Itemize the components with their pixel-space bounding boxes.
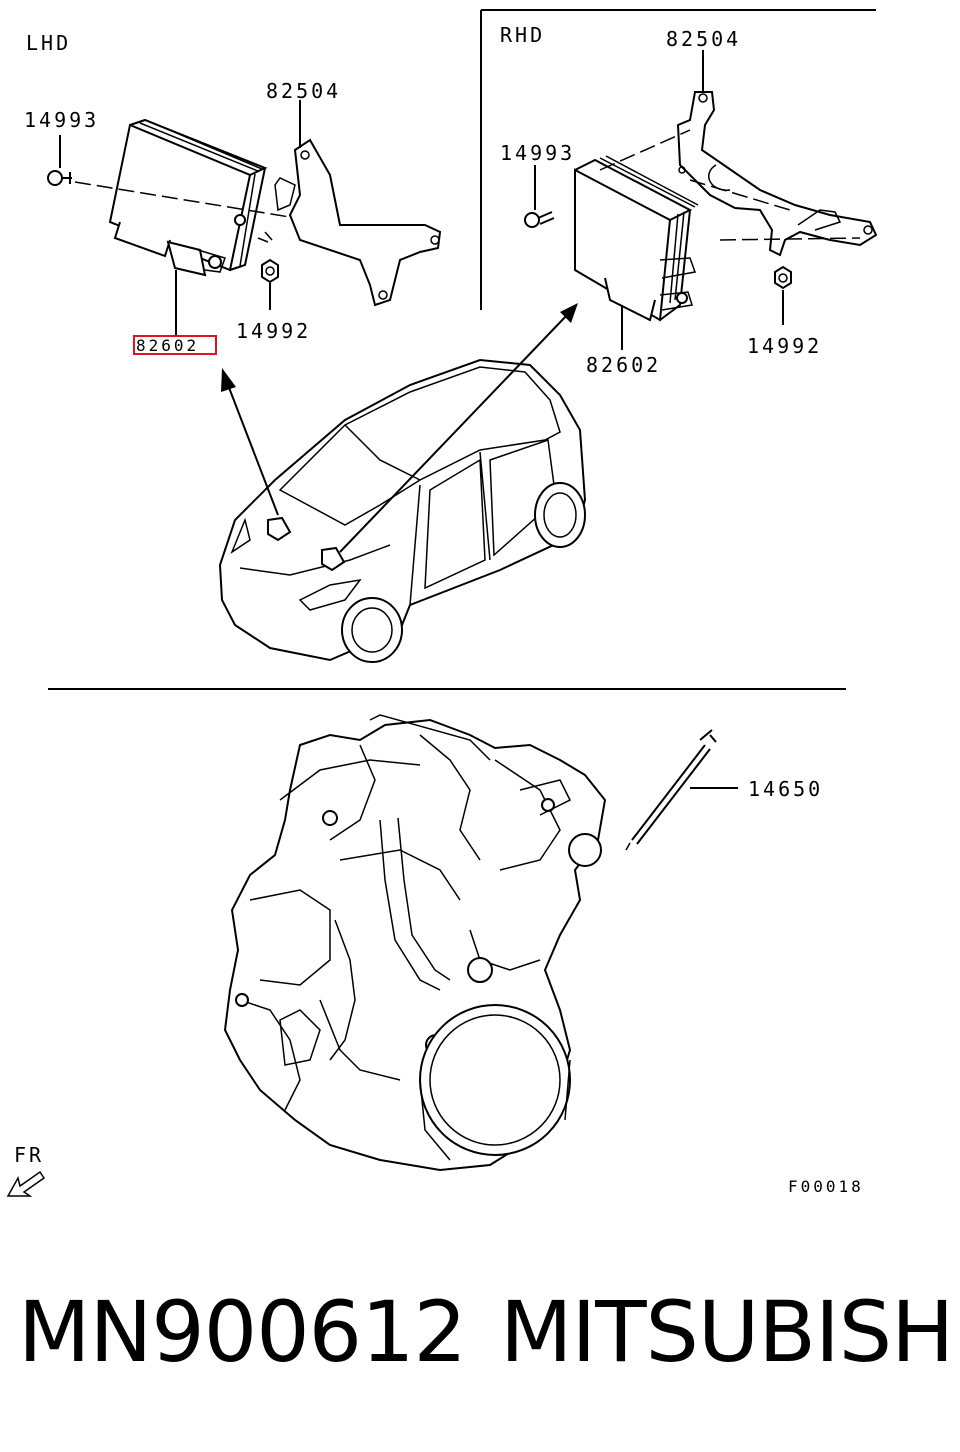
glow-plug-label: 14650 xyxy=(748,777,823,801)
lhd-nut-label: 14992 xyxy=(236,319,311,343)
front-direction-label: FR xyxy=(14,1143,44,1167)
lhd-unit-highlight-box xyxy=(133,335,217,355)
lhd-location-arrow xyxy=(221,368,279,516)
rhd-bracket xyxy=(676,91,878,257)
glow-plug xyxy=(625,729,717,851)
lhd-title: LHD xyxy=(26,31,71,55)
rhd-nut xyxy=(774,265,792,290)
lhd-bracket-label: 82504 xyxy=(266,79,341,103)
rhd-bolt xyxy=(524,211,555,228)
front-direction-arrow-icon xyxy=(6,1170,46,1197)
figure-code: F00018 xyxy=(788,1177,864,1196)
brand-name: MITSUBISHI xyxy=(500,1283,960,1381)
rhd-location-arrow xyxy=(339,303,578,553)
product-caption: MN900612 MITSUBISHI xyxy=(0,1290,960,1400)
rhd-bolt-label: 14993 xyxy=(500,141,575,165)
lhd-bolt-label: 14993 xyxy=(24,108,99,132)
rhd-title: RHD xyxy=(500,23,545,47)
rhd-unit-label: 82602 xyxy=(586,353,661,377)
rhd-frame xyxy=(480,9,876,310)
rhd-control-unit xyxy=(574,155,699,322)
engine-illustration xyxy=(223,714,607,1172)
lhd-bracket xyxy=(257,138,442,307)
rhd-mount-lines xyxy=(599,129,861,241)
lhd-unit-label: 82602 xyxy=(136,336,199,355)
lhd-control-unit xyxy=(108,118,268,277)
lhd-bolt xyxy=(47,170,72,186)
part-number: MN900612 xyxy=(18,1283,467,1381)
lhd-nut xyxy=(261,258,279,284)
rhd-nut-label: 14992 xyxy=(747,334,822,358)
car-illustration xyxy=(218,358,587,663)
rhd-bracket-label: 82504 xyxy=(666,27,741,51)
